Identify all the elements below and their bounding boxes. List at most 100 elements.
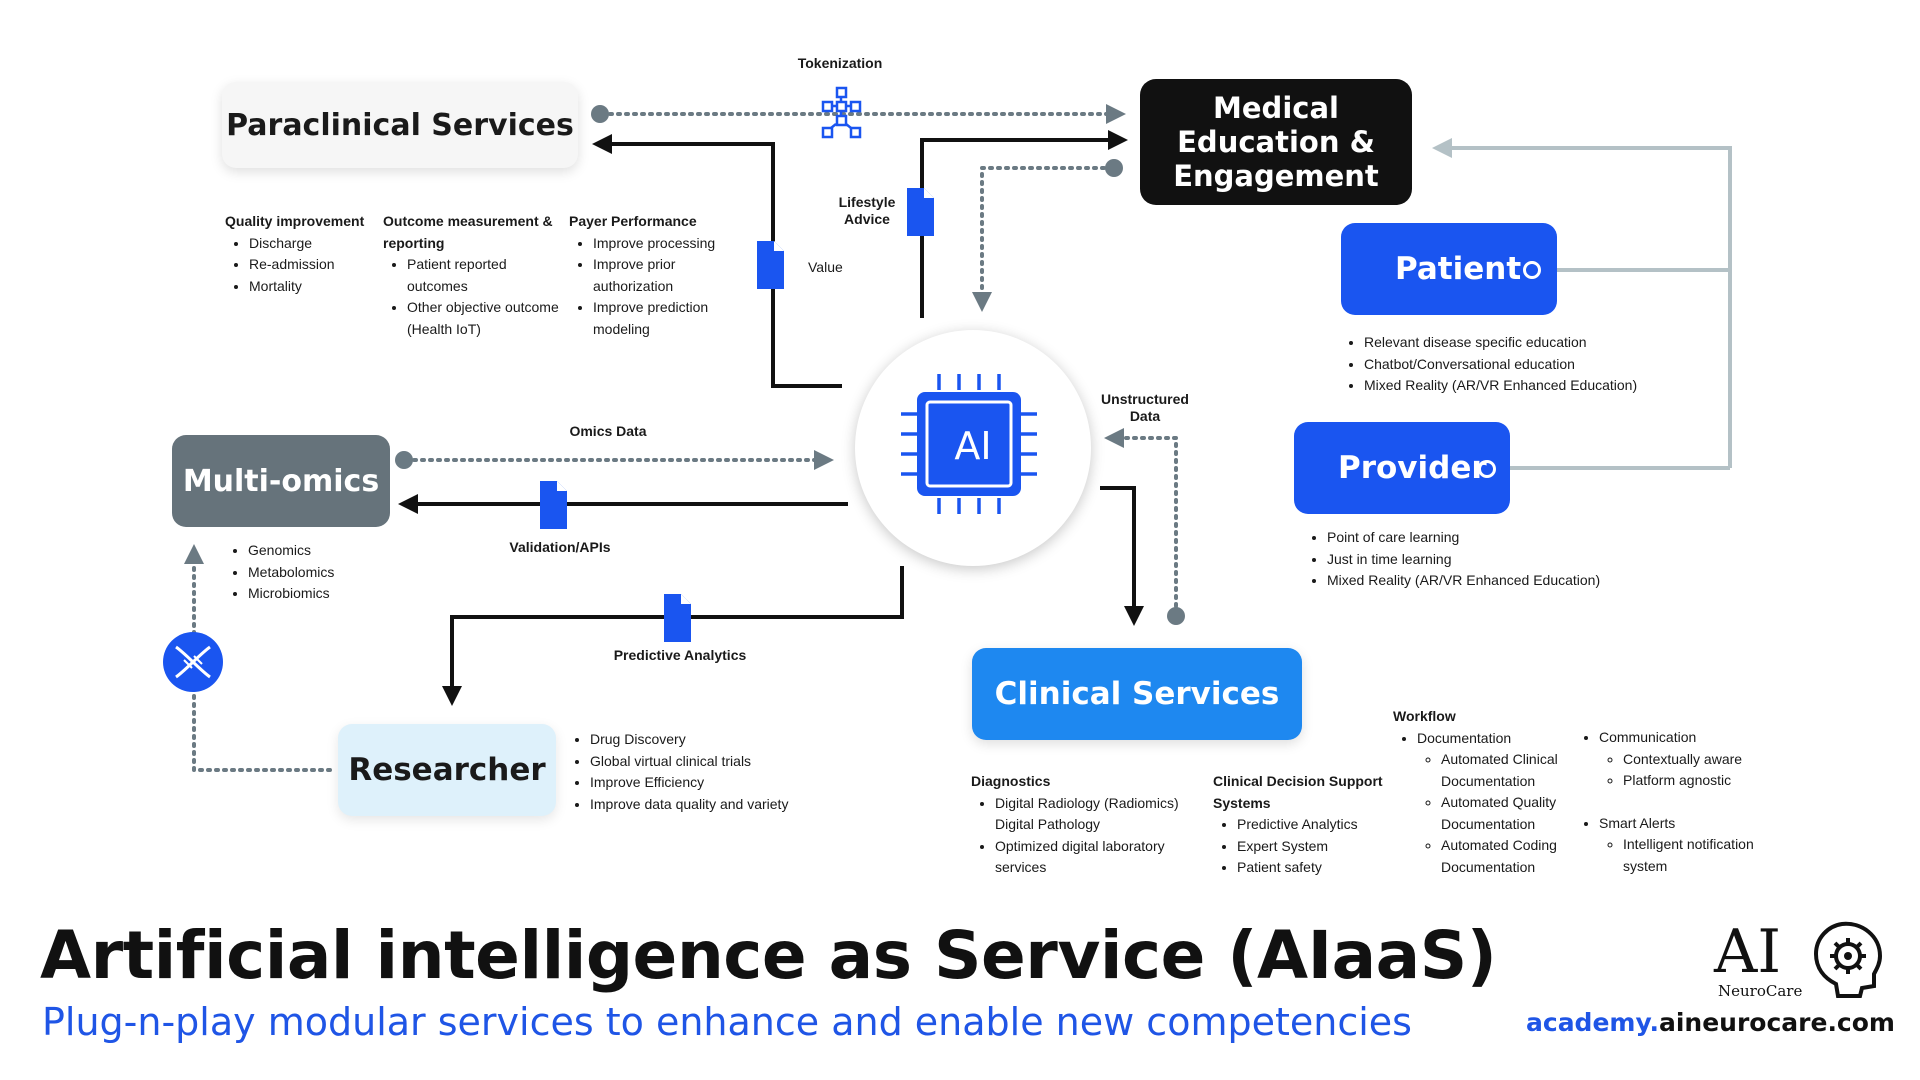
provider-connector-dot <box>1478 460 1496 478</box>
outcome-measurement-block: Outcome measurement & reporting Patient … <box>383 211 568 340</box>
workflow-block: Workflow Documentation Automated Clinica… <box>1393 706 1583 878</box>
lifestyle-advice-line-2: Advice <box>844 211 890 227</box>
list-item: Re-admission <box>249 254 375 276</box>
list-item: Global virtual clinical trials <box>590 751 846 773</box>
patient-label: Patient <box>1395 251 1522 287</box>
medical-education-line-3: Engagement <box>1173 159 1379 193</box>
list-item: Automated Coding Documentation <box>1441 835 1583 878</box>
list-item: Contextually aware <box>1623 749 1775 771</box>
logo-text: AI <box>1714 917 1782 987</box>
list-item: Automated Quality Documentation <box>1441 792 1583 835</box>
list-item: Patient safety <box>1237 857 1393 879</box>
network-cubes-icon <box>821 86 862 139</box>
quality-improvement-heading: Quality improvement <box>225 213 365 229</box>
page-subtitle: Plug-n-play modular services to enhance … <box>42 1000 1412 1044</box>
list-item: Mortality <box>249 276 375 298</box>
medical-education-line-1: Medical <box>1213 91 1339 125</box>
logo: AI NeuroCare <box>1714 918 1884 1004</box>
tokenization-label: Tokenization <box>797 55 883 71</box>
document-icon <box>540 481 567 529</box>
omics-data-connector <box>395 450 834 470</box>
document-icon <box>907 188 934 236</box>
list-item: Intelligent notification system <box>1623 834 1775 877</box>
communication-label: Communication <box>1599 729 1697 745</box>
medical-education-line-2: Education & <box>1177 125 1375 159</box>
list-item: Patient reported outcomes <box>407 254 568 297</box>
list-item: Documentation Automated Clinical Documen… <box>1417 728 1583 879</box>
head-icon <box>1813 921 1883 998</box>
list-item: Relevant disease specific education <box>1364 332 1720 354</box>
list-item: Improve prediction modeling <box>593 297 739 340</box>
provider-label: Provider <box>1338 450 1487 486</box>
list-item: Communication Contextually aware Platfor… <box>1599 727 1775 792</box>
list-item: Point of care learning <box>1327 527 1683 549</box>
ai-chip-icon <box>901 374 1037 514</box>
patient-node[interactable]: Patient <box>1341 223 1557 315</box>
list-item: Microbiomics <box>248 583 404 605</box>
logo-caption: NeuroCare <box>1718 982 1803 1000</box>
page-title: Artificial intelligence as Service (AIaa… <box>40 917 1497 994</box>
list-item: Just in time learning <box>1327 549 1683 571</box>
list-item: Platform agnostic <box>1623 770 1775 792</box>
researcher-node[interactable]: Researcher <box>338 724 556 816</box>
list-item: Digital Radiology (Radiomics) Digital Pa… <box>995 793 1199 836</box>
list-item: Improve data quality and variety <box>590 794 846 816</box>
provider-node[interactable]: Provider <box>1294 422 1510 514</box>
patient-provider-connector <box>1432 138 1732 470</box>
clinical-services-node[interactable]: Clinical Services <box>972 648 1302 740</box>
provider-details-list: Point of care learning Just in time lear… <box>1303 527 1683 592</box>
medical-education-node[interactable]: Medical Education & Engagement <box>1140 79 1412 205</box>
ai-chip-label: AI <box>954 424 992 468</box>
list-item: Genomics <box>248 540 404 562</box>
list-item: Mixed Reality (AR/VR Enhanced Education) <box>1364 375 1720 397</box>
list-item: Automated Clinical Documentation <box>1441 749 1583 792</box>
multiomics-node[interactable]: Multi-omics <box>172 435 390 527</box>
list-item: Chatbot/Conversational education <box>1364 354 1720 376</box>
multiomics-details-list: Genomics Metabolomics Microbiomics <box>224 540 404 605</box>
list-item: Discharge <box>249 233 375 255</box>
list-item: Smart Alerts Intelligent notification sy… <box>1599 813 1775 878</box>
paraclinical-services-node[interactable]: Paraclinical Services <box>222 82 578 168</box>
researcher-to-omics-connector <box>184 544 332 772</box>
patient-details-list: Relevant disease specific education Chat… <box>1340 332 1720 397</box>
url-prefix: academy. <box>1526 1008 1659 1037</box>
diagnostics-block: Diagnostics Digital Radiology (Radiomics… <box>971 771 1199 879</box>
cdss-heading: Clinical Decision Support Systems <box>1213 773 1383 811</box>
quality-improvement-block: Quality improvement Discharge Re-admissi… <box>225 211 375 297</box>
payer-performance-block: Payer Performance Improve processing Imp… <box>569 211 739 340</box>
list-item: Improve prior authorization <box>593 254 739 297</box>
cdss-block: Clinical Decision Support Systems Predic… <box>1213 771 1393 879</box>
workflow-block-2: Communication Contextually aware Platfor… <box>1575 727 1775 877</box>
list-item: Drug Discovery <box>590 729 846 751</box>
documentation-label: Documentation <box>1417 729 1512 746</box>
document-icon <box>664 594 691 642</box>
unstructured-data-label: Unstructured Data <box>1092 391 1198 425</box>
outcome-measurement-heading: Outcome measurement & reporting <box>383 213 553 251</box>
list-item: Other objective outcome (Health IoT) <box>407 297 568 340</box>
omics-data-label: Omics Data <box>569 423 647 439</box>
predictive-analytics-label: Predictive Analytics <box>613 647 747 663</box>
unstructured-data-connector <box>1104 428 1185 625</box>
document-icon <box>757 241 784 289</box>
workflow-heading: Workflow <box>1393 708 1456 724</box>
list-item: Expert System <box>1237 836 1393 858</box>
list-item: Mixed Reality (AR/VR Enhanced Education) <box>1327 570 1683 592</box>
smart-alerts-label: Smart Alerts <box>1599 814 1676 831</box>
lifestyle-advice-label: Lifestyle Advice <box>820 194 914 228</box>
education-to-ai-connector <box>972 159 1123 312</box>
lifestyle-advice-line-1: Lifestyle <box>838 194 896 210</box>
unstructured-data-line-2: Data <box>1129 408 1161 424</box>
gear-icon <box>1830 938 1866 974</box>
researcher-details-list: Drug Discovery Global virtual clinical t… <box>566 729 846 815</box>
unstructured-data-line-1: Unstructured <box>1101 391 1189 407</box>
payer-performance-heading: Payer Performance <box>569 213 697 229</box>
diagnostics-heading: Diagnostics <box>971 773 1051 789</box>
tokenization-connector <box>591 104 1126 124</box>
list-item: Metabolomics <box>248 562 404 584</box>
website-link[interactable]: academy.aineurocare.com <box>1526 1008 1895 1038</box>
validation-apis-label: Validation/APIs <box>509 539 611 555</box>
lifestyle-connector <box>920 130 1128 318</box>
ai-to-clinical-connector <box>1100 486 1144 626</box>
list-item: Predictive Analytics <box>1237 814 1393 836</box>
